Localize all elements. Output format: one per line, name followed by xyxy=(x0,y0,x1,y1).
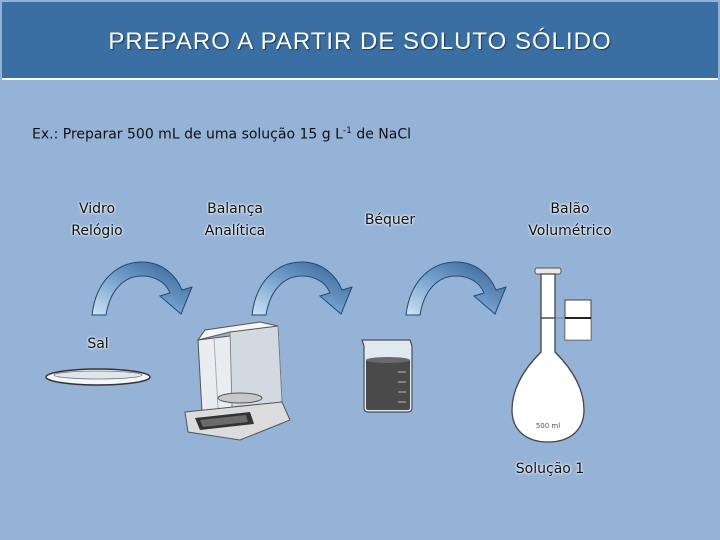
example-prefix: Ex.: Preparar 500 mL de uma solução 15 g… xyxy=(32,126,343,143)
result-label: Solução 1 xyxy=(515,461,585,477)
arrow-1-icon xyxy=(91,261,193,316)
title-bar: PREPARO A PARTIR DE SOLUTO SÓLIDO xyxy=(0,0,720,84)
arrow-2-icon xyxy=(251,261,353,316)
step-label-beaker: Béquer xyxy=(364,212,416,228)
slide-title: PREPARO A PARTIR DE SOLUTO SÓLIDO xyxy=(108,28,612,55)
step-label-flask: Balão Volumétrico xyxy=(528,201,612,239)
arrow-3-icon xyxy=(405,261,507,316)
example-text: Ex.: Preparar 500 mL de uma solução 15 g… xyxy=(32,126,411,143)
salt-label: Sal xyxy=(87,336,109,352)
example-suffix: de NaCl xyxy=(351,126,411,143)
step-label-balance: Balança Analítica xyxy=(204,201,266,239)
title-box: PREPARO A PARTIR DE SOLUTO SÓLIDO xyxy=(2,2,718,80)
step-label-watch-glass: Vidro Relógio xyxy=(71,201,123,239)
flask-marking: 500 ml xyxy=(536,422,560,430)
example-superscript: -1 xyxy=(342,126,352,136)
